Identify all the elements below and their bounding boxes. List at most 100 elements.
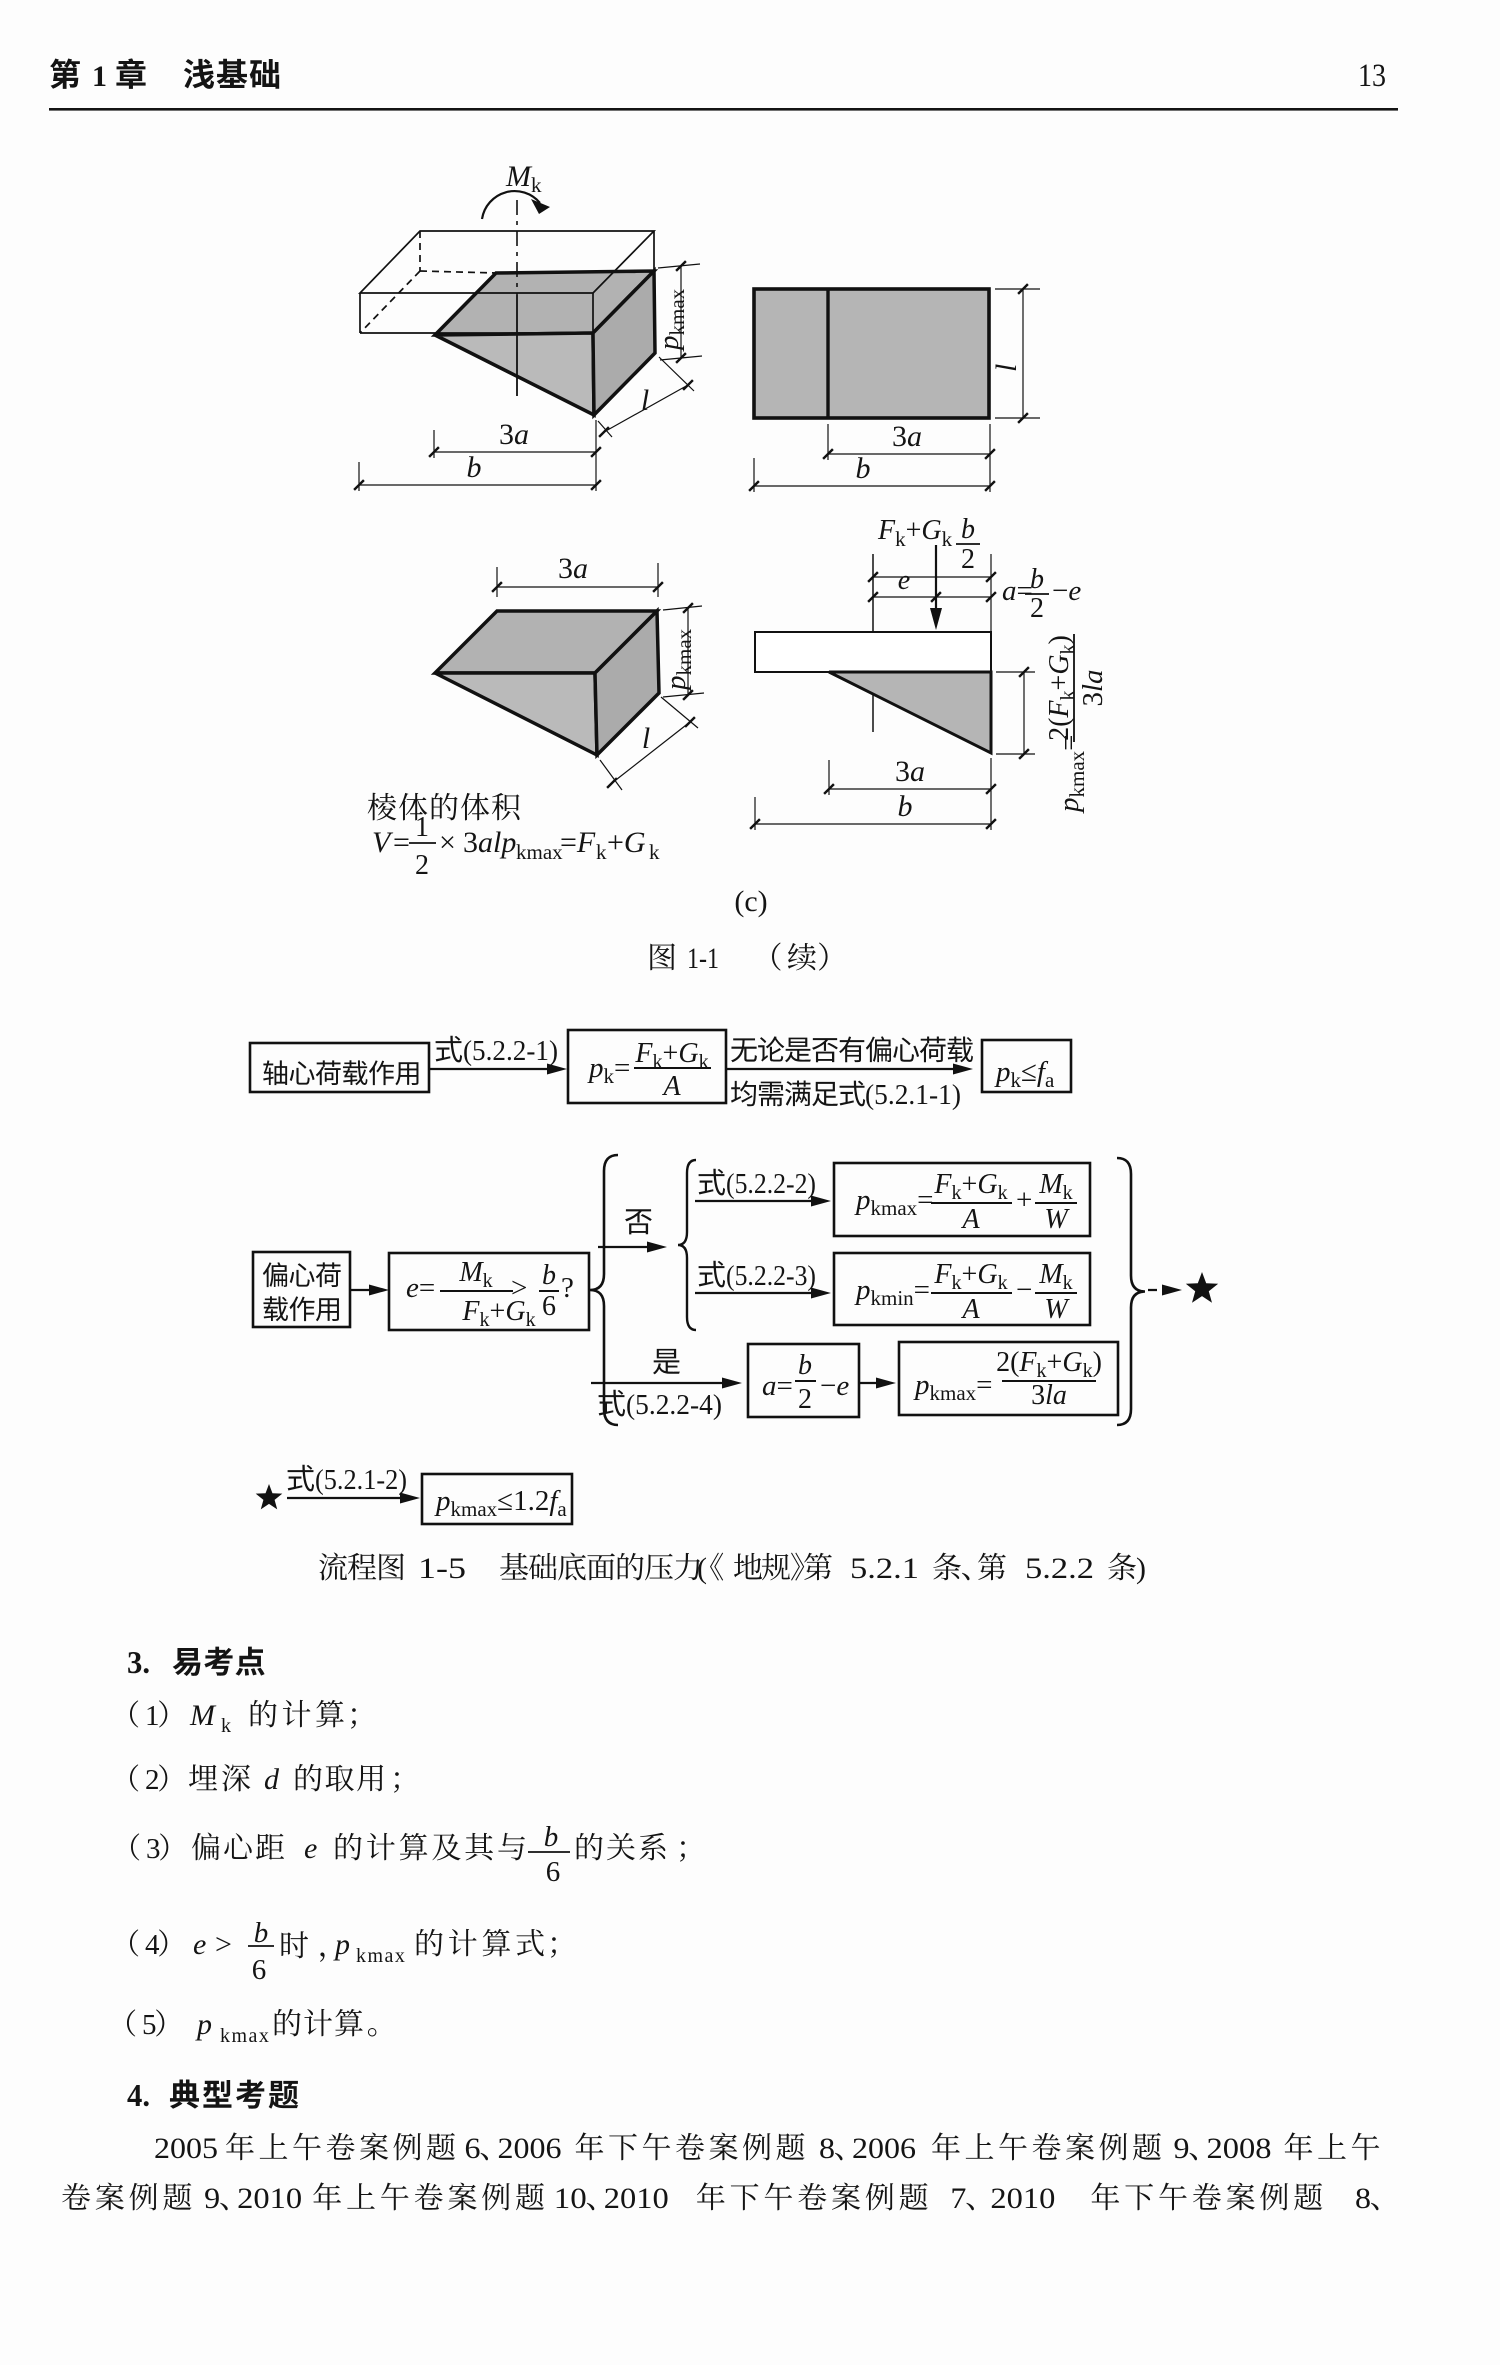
svg-text:b: b [798, 1350, 812, 1381]
svg-text:(: ( [697, 1552, 707, 1585]
svg-text:e: e [304, 1832, 317, 1865]
svg-text:8: 8 [819, 2132, 835, 2165]
svg-text:d: d [264, 1763, 280, 1796]
svg-text:b: b [542, 1260, 556, 1291]
svg-text:pkmax=: pkmax= [854, 1184, 934, 1220]
svg-text:a=: a= [1002, 575, 1033, 607]
svg-text:p: p [195, 2008, 212, 2041]
svg-text:3a: 3a [499, 418, 529, 451]
svg-text:1-1: 1-1 [687, 942, 719, 975]
svg-text:Mk: Mk [1038, 1259, 1072, 1294]
svg-text:Fk+Gk: Fk+Gk [933, 1259, 1007, 1294]
svg-text:2: 2 [145, 1764, 160, 1796]
svg-text:3la: 3la [1031, 1380, 1067, 1411]
svg-text:l: l [642, 722, 650, 755]
svg-text:−e: −e [820, 1370, 849, 1402]
svg-text:6: 6 [252, 1954, 267, 1986]
svg-text:Fk+Gk: Fk+Gk [877, 515, 953, 551]
svg-text:l: l [641, 384, 649, 417]
svg-text:pkmax=: pkmax= [1053, 734, 1089, 814]
svg-text:3: 3 [146, 1833, 161, 1865]
svg-text:3a: 3a [558, 552, 588, 585]
svg-text:b: b [961, 514, 975, 545]
svg-text:+G: +G [607, 826, 646, 859]
svg-text:pkmax: pkmax [653, 288, 689, 352]
svg-text:6: 6 [465, 2132, 481, 2165]
svg-text:e=: e= [406, 1272, 435, 1304]
svg-text:kmax: kmax [356, 1945, 406, 1967]
svg-text:=: = [393, 826, 410, 859]
svg-text:kmax: kmax [220, 2025, 270, 2047]
svg-text:b: b [467, 451, 482, 484]
svg-text:b: b [1030, 564, 1044, 595]
svg-text:k: k [221, 1715, 231, 1737]
svg-text:l: l [990, 364, 1023, 372]
svg-text:2(Fk+Gk): 2(Fk+Gk) [1044, 635, 1079, 741]
svg-text:A: A [960, 1294, 980, 1325]
svg-text:2010: 2010 [237, 2182, 302, 2215]
svg-text:6: 6 [546, 1856, 561, 1888]
svg-text:1: 1 [415, 812, 429, 843]
svg-text:Mk: Mk [1038, 1169, 1072, 1204]
svg-text:3la: 3la [1077, 669, 1109, 706]
svg-text:1-5: 1-5 [418, 1552, 466, 1585]
svg-text:k: k [596, 840, 607, 864]
svg-text:1: 1 [92, 60, 107, 93]
svg-text:−e: −e [1052, 575, 1081, 607]
svg-text:1: 1 [145, 1700, 160, 1732]
svg-text:b: b [544, 1821, 559, 1853]
svg-text:(5.2.2-1): (5.2.2-1) [463, 1035, 558, 1067]
svg-text:10: 10 [554, 2182, 587, 2215]
svg-text:2008: 2008 [1207, 2132, 1272, 2165]
svg-text:2006: 2006 [852, 2132, 916, 2165]
svg-text:b: b [898, 790, 913, 823]
svg-text:8: 8 [1355, 2182, 1371, 2215]
svg-text:>: > [511, 1272, 527, 1304]
svg-text:e: e [898, 565, 910, 596]
svg-text:A: A [960, 1204, 980, 1235]
svg-text:pkmax=: pkmax= [913, 1369, 993, 1405]
svg-text:pk=: pk= [587, 1052, 630, 1088]
svg-text:pkmax: pkmax [660, 628, 696, 692]
svg-text:−: − [1016, 1274, 1032, 1306]
svg-text:5.2.2: 5.2.2 [1025, 1552, 1094, 1585]
svg-text:5.2.1: 5.2.1 [850, 1552, 919, 1585]
svg-text:W: W [1044, 1294, 1070, 1325]
svg-text:5: 5 [142, 2009, 157, 2041]
svg-text:Fk+Gk: Fk+Gk [461, 1296, 535, 1331]
svg-text:4: 4 [145, 1929, 160, 1961]
svg-text:pkmax≤1.2fa: pkmax≤1.2fa [434, 1485, 567, 1521]
svg-text:pkmin=: pkmin= [854, 1274, 930, 1310]
svg-text:2: 2 [798, 1384, 812, 1415]
svg-text:A: A [661, 1071, 681, 1102]
svg-text:4.: 4. [127, 2077, 150, 2113]
svg-text:(5.2.2-4): (5.2.2-4) [626, 1389, 722, 1421]
svg-text:2005: 2005 [154, 2132, 218, 2165]
svg-text:×: × [439, 826, 456, 859]
svg-text:+: + [1016, 1184, 1032, 1216]
svg-text:b: b [254, 1917, 269, 1949]
svg-text:=F: =F [560, 826, 596, 859]
svg-text:2006: 2006 [498, 2132, 562, 2165]
svg-text:13: 13 [1358, 58, 1386, 94]
svg-text:(5.2.2-3): (5.2.2-3) [726, 1260, 816, 1292]
svg-text:k: k [649, 840, 660, 864]
svg-text:2: 2 [961, 544, 975, 575]
svg-text:2010: 2010 [990, 2182, 1055, 2215]
svg-text:3alp: 3alp [463, 826, 516, 859]
svg-text:Fk+Gk: Fk+Gk [634, 1038, 708, 1073]
svg-text:M: M [189, 1699, 217, 1732]
svg-text:Fk+Gk: Fk+Gk [933, 1169, 1007, 1204]
svg-text:9: 9 [204, 2182, 220, 2215]
svg-text:p: p [333, 1928, 350, 1961]
svg-text:3a: 3a [895, 755, 925, 788]
svg-text:W: W [1044, 1204, 1070, 1235]
svg-text:>: > [215, 1928, 232, 1961]
svg-text:a=: a= [762, 1370, 793, 1402]
svg-text:Mk: Mk [505, 160, 542, 197]
svg-text:kmax: kmax [516, 840, 563, 864]
svg-text:3a: 3a [892, 420, 922, 453]
svg-text:9: 9 [1174, 2132, 1190, 2165]
svg-text:(5.2.2-2): (5.2.2-2) [726, 1168, 816, 1200]
svg-text:2: 2 [1030, 593, 1044, 624]
